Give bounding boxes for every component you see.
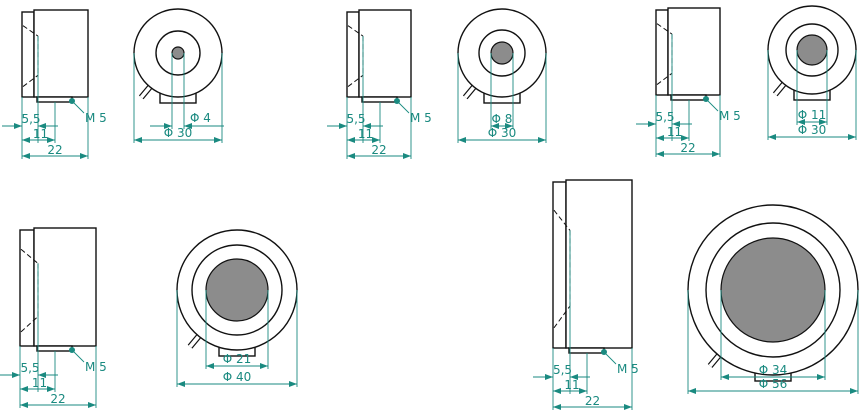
front-view: Φ 4Φ 30	[133, 8, 224, 143]
back-plate	[346, 11, 360, 98]
view-group-5: M 5 5,511 22 Φ 34Φ 56	[533, 179, 859, 410]
dia-inner-label: Φ 8	[492, 112, 513, 126]
housing-body	[358, 9, 412, 98]
dim-label-11: 11	[667, 125, 682, 139]
dim-label-5-5: 5,5	[346, 112, 365, 126]
mounting-foot	[568, 347, 605, 354]
front-view: Φ 21 Φ 40	[176, 229, 298, 387]
housing-body	[33, 227, 97, 347]
back-plate	[552, 181, 567, 349]
dim-label-11: 11	[358, 127, 373, 141]
side-view: M 5 5,511 22	[636, 7, 741, 157]
mounting-foot	[361, 96, 398, 103]
housing-body	[667, 7, 721, 96]
hidden-line	[553, 305, 571, 329]
dia-outer-label: Φ 30	[488, 126, 517, 140]
hidden-line	[347, 25, 364, 37]
dim-label-11: 11	[32, 376, 47, 390]
light-aperture	[796, 34, 828, 66]
dim-label-22: 22	[585, 394, 600, 408]
mounting-foot	[36, 345, 73, 352]
light-aperture	[490, 41, 514, 65]
side-view: M 5 5,511 22	[533, 179, 639, 410]
mounting-foot	[670, 94, 707, 101]
side-view: M 5 5,511 22	[327, 9, 432, 159]
dim-label-11: 11	[564, 378, 579, 392]
dim-label-5-5: 5,5	[20, 361, 39, 375]
thread-leader	[396, 100, 410, 114]
dim-label-11: 11	[33, 127, 48, 141]
light-aperture	[171, 46, 185, 60]
thread-leader	[71, 100, 85, 114]
hidden-line	[656, 23, 673, 35]
dia-outer-label: Φ 30	[164, 126, 193, 140]
dim-label-22: 22	[371, 143, 386, 157]
light-aperture	[720, 237, 826, 343]
hidden-line	[22, 74, 39, 87]
dim-label-22: 22	[47, 143, 62, 157]
thread-label: M 5	[617, 362, 639, 376]
hidden-line	[553, 209, 571, 231]
front-view: Φ 8Φ 30	[457, 8, 547, 143]
hidden-line	[22, 25, 39, 37]
view-group-3: M 5 5,511 22 Φ 11Φ 30	[636, 5, 857, 157]
light-aperture	[205, 258, 269, 322]
front-view: Φ 11Φ 30	[767, 5, 857, 140]
dia-inner-label: Φ 21	[223, 352, 252, 366]
hidden-line	[20, 248, 39, 264]
dim-label-5-5: 5,5	[655, 110, 674, 124]
dim-label-22: 22	[50, 392, 65, 406]
back-plate	[19, 229, 35, 347]
hidden-line	[347, 74, 364, 87]
housing-body	[565, 179, 633, 349]
thread-label: M 5	[719, 109, 741, 123]
view-group-2: M 5 5,511 22 Φ 8Φ 30	[327, 8, 547, 159]
thread-leader	[705, 98, 719, 112]
side-view: M 5 5,511 22	[2, 9, 107, 159]
dim-label-22: 22	[680, 141, 695, 155]
back-plate	[21, 11, 35, 98]
thread-label: M 5	[85, 111, 107, 125]
back-plate	[655, 9, 669, 96]
front-view: Φ 34Φ 56	[687, 204, 859, 394]
hidden-line	[656, 72, 673, 85]
dim-label-5-5: 5,5	[21, 112, 40, 126]
dim-label-5-5: 5,5	[553, 363, 572, 377]
view-group-1: M 5 5,511 22 Φ 4Φ 30	[2, 8, 224, 159]
dia-inner-label: Φ 34	[759, 363, 788, 377]
mounting-foot	[36, 96, 73, 103]
dia-inner-label: Φ 11	[798, 108, 827, 122]
dia-outer-label: Φ 40	[223, 370, 252, 384]
housing-body	[33, 9, 89, 98]
dia-outer-label: Φ 30	[798, 123, 827, 137]
thread-leader	[71, 349, 85, 363]
dia-outer-label: Φ 56	[759, 377, 788, 391]
dia-inner-label: Φ 4	[190, 111, 211, 125]
thread-leader	[603, 351, 617, 365]
hidden-line	[20, 316, 39, 333]
thread-label: M 5	[410, 111, 432, 125]
